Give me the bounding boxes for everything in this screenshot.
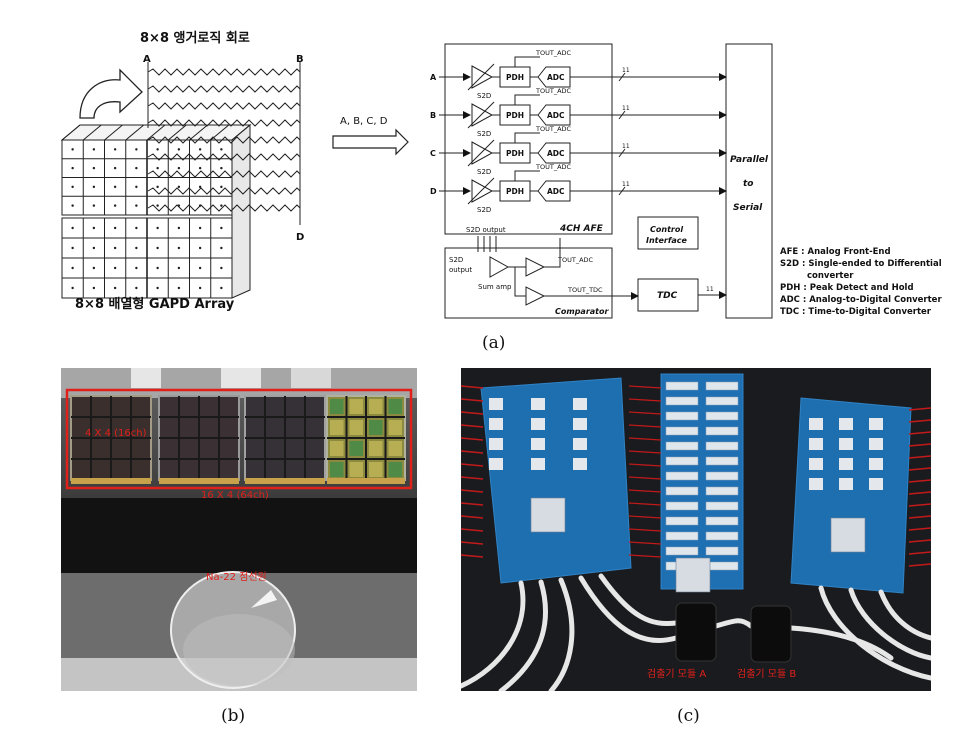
legend-s2d-cont: converter bbox=[807, 271, 854, 281]
s2d-label: S2D bbox=[477, 168, 491, 176]
curved-arrow-icon bbox=[79, 68, 143, 119]
legend-s2d: S2D : Single-ended to Differential bbox=[780, 259, 942, 269]
detector-module-a bbox=[675, 602, 717, 662]
arrow-label: A, B, C, D bbox=[340, 116, 388, 127]
bus-width-label: 11 bbox=[622, 181, 630, 188]
comparator-label: Comparator bbox=[555, 307, 609, 316]
pdh-label: PDH bbox=[506, 111, 524, 120]
channel-label-a: A bbox=[430, 73, 437, 82]
electronics-photo: 검출기 모듈 A 검출기 모듈 B bbox=[461, 368, 931, 691]
caption-a: (a) bbox=[482, 333, 506, 353]
serializer-line-2: to bbox=[743, 179, 754, 189]
tout-adc-comp: TOUT_ADC bbox=[557, 256, 594, 264]
serializer-line-1: Parallel bbox=[730, 155, 769, 165]
legend-pdh: PDH : Peak Detect and Hold bbox=[780, 283, 914, 293]
sum-amp-label: Sum amp bbox=[478, 283, 512, 291]
node-d-label: D bbox=[296, 232, 304, 243]
caption-c: (c) bbox=[677, 706, 700, 726]
afe-label: 4CH AFE bbox=[559, 224, 604, 234]
bus-width-label: 11 bbox=[622, 143, 630, 150]
hollow-arrow-icon bbox=[332, 128, 409, 156]
tout-adc-label: TOUT_ADC bbox=[535, 49, 572, 57]
s2d-output-side-2: output bbox=[449, 266, 472, 274]
pdh-label: PDH bbox=[506, 149, 524, 158]
tdc-bus-width: 11 bbox=[706, 286, 714, 293]
tout-adc-label: TOUT_ADC bbox=[535, 163, 572, 171]
serializer-line-3: Serial bbox=[733, 203, 763, 213]
anger-logic-resistor-chain bbox=[147, 68, 301, 212]
adc-label: ADC bbox=[547, 73, 565, 82]
pdh-label: PDH bbox=[506, 73, 524, 82]
afe-block-diagram bbox=[444, 43, 773, 319]
label-16x4: 16 X 4 (64ch) bbox=[201, 490, 269, 501]
control-interface-2: Interface bbox=[646, 236, 687, 245]
label-source: Na-22 점선원 bbox=[206, 572, 267, 583]
label-module-a: 검출기 모듈 A bbox=[647, 669, 707, 680]
s2d-amp-c bbox=[471, 141, 494, 165]
s2d-output-top: S2D output bbox=[466, 226, 506, 234]
s2d-label: S2D bbox=[477, 130, 491, 138]
array-highlight-box bbox=[65, 388, 413, 490]
s2d-amp-a bbox=[471, 65, 494, 89]
tdc-label: TDC bbox=[657, 291, 678, 301]
array-caption: 8×8 배열형 GAPD Array bbox=[75, 296, 235, 312]
pdh-label: PDH bbox=[506, 187, 524, 196]
channel-label-b: B bbox=[430, 111, 436, 120]
legend-adc: ADC : Analog-to-Digital Converter bbox=[780, 295, 942, 305]
adc-label: ADC bbox=[547, 187, 565, 196]
s2d-amp-b bbox=[471, 103, 494, 127]
channel-label-d: D bbox=[430, 187, 437, 196]
detector-photo-svg bbox=[61, 368, 417, 691]
s2d-label: S2D bbox=[477, 206, 491, 214]
label-module-b: 검출기 모듈 B bbox=[737, 669, 797, 680]
adc-label: ADC bbox=[547, 111, 565, 120]
channel-label-c: C bbox=[430, 149, 436, 158]
s2d-output-side-1: S2D bbox=[449, 256, 463, 264]
control-interface-1: Control bbox=[650, 225, 683, 234]
caption-b: (b) bbox=[221, 706, 246, 726]
tout-tdc-label: TOUT_TDC bbox=[567, 286, 603, 294]
detector-module-b bbox=[750, 605, 792, 663]
gapd-array bbox=[60, 123, 252, 299]
legend: AFE : Analog Front-End S2D : Single-ende… bbox=[780, 247, 942, 317]
array-title: 8×8 앵거로직 회로 bbox=[140, 30, 250, 46]
adc-label: ADC bbox=[547, 149, 565, 158]
node-a-label: A bbox=[143, 54, 151, 65]
electronics-photo-svg bbox=[461, 373, 931, 691]
detector-photo: 4 X 4 (16ch) 16 X 4 (64ch) Na-22 점선원 bbox=[61, 368, 417, 691]
tout-adc-label: TOUT_ADC bbox=[535, 87, 572, 95]
bus-width-label: 11 bbox=[622, 105, 630, 112]
bus-width-label: 11 bbox=[622, 67, 630, 74]
legend-tdc: TDC : Time-to-Digital Converter bbox=[780, 307, 932, 317]
legend-afe: AFE : Analog Front-End bbox=[780, 247, 891, 257]
node-b-label: B bbox=[296, 54, 304, 65]
s2d-amp-d bbox=[471, 179, 494, 203]
label-4x4: 4 X 4 (16ch) bbox=[85, 428, 147, 439]
tout-adc-label: TOUT_ADC bbox=[535, 125, 572, 133]
figure-a-diagram: 8×8 앵거로직 회로 A B D 8×8 배열형 GAPD Array A, … bbox=[60, 30, 942, 319]
s2d-label: S2D bbox=[477, 92, 491, 100]
